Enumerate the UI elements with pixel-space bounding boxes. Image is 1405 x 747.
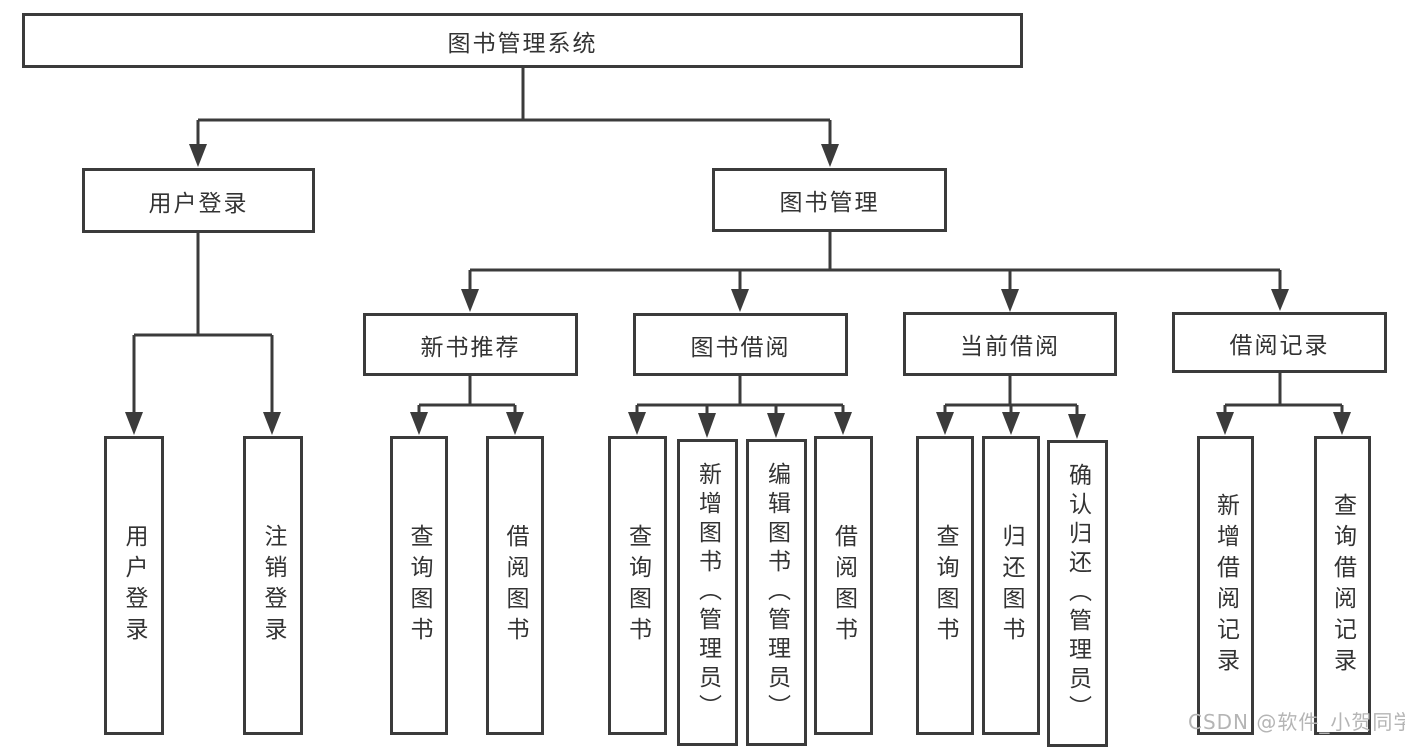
node-current-borrowing: 当前借阅 bbox=[903, 312, 1117, 376]
leaf-add-borrow-record: 新增借阅记录 bbox=[1197, 436, 1254, 735]
node-borrow-records-label: 借阅记录 bbox=[1229, 332, 1330, 359]
leaf-borrow-books-1-label: 借阅图书 bbox=[502, 523, 528, 648]
leaf-logout: 注销登录 bbox=[243, 436, 303, 735]
arrowheads bbox=[125, 144, 1351, 439]
node-book-borrowing: 图书借阅 bbox=[633, 313, 848, 376]
leaf-user-login: 用户登录 bbox=[104, 436, 164, 735]
leaf-confirm-return-admin: 确认归还（管理员） bbox=[1047, 440, 1108, 747]
leaf-query-books-3-label: 查询图书 bbox=[932, 523, 958, 648]
leaf-query-books-3: 查询图书 bbox=[916, 436, 974, 735]
leaf-borrow-books-2-label: 借阅图书 bbox=[830, 523, 857, 648]
leaf-query-books-2-label: 查询图书 bbox=[624, 523, 651, 648]
leaf-return-books: 归还图书 bbox=[982, 436, 1040, 735]
leaf-add-books-admin: 新增图书（管理员） bbox=[677, 439, 738, 746]
leaf-query-borrow-record: 查询借阅记录 bbox=[1314, 436, 1371, 735]
leaf-edit-books-admin: 编辑图书（管理员） bbox=[746, 439, 807, 746]
node-root-label: 图书管理系统 bbox=[447, 30, 598, 57]
leaf-query-books-1-label: 查询图书 bbox=[406, 523, 432, 648]
node-new-book-recommend: 新书推荐 bbox=[363, 313, 578, 376]
leaf-query-borrow-record-label: 查询借阅记录 bbox=[1329, 492, 1356, 679]
node-book-management: 图书管理 bbox=[712, 168, 947, 232]
node-user-login-label: 用户登录 bbox=[148, 190, 249, 217]
node-root-system: 图书管理系统 bbox=[22, 13, 1023, 68]
leaf-user-login-label: 用户登录 bbox=[121, 523, 147, 648]
leaf-logout-label: 注销登录 bbox=[260, 523, 286, 648]
leaf-query-books-2: 查询图书 bbox=[608, 436, 667, 735]
node-borrow-records: 借阅记录 bbox=[1172, 312, 1387, 373]
leaf-borrow-books-1: 借阅图书 bbox=[486, 436, 544, 735]
csdn-watermark: CSDN @软件_小贺同学 bbox=[1188, 710, 1405, 734]
node-current-borrowing-label: 当前借阅 bbox=[960, 334, 1060, 360]
leaf-return-books-label: 归还图书 bbox=[998, 523, 1024, 648]
leaf-edit-books-admin-label: 编辑图书（管理员） bbox=[763, 462, 790, 723]
node-book-management-label: 图书管理 bbox=[779, 190, 880, 216]
node-user-login: 用户登录 bbox=[82, 168, 315, 233]
node-new-book-recommend-label: 新书推荐 bbox=[420, 334, 521, 361]
node-book-borrowing-label: 图书借阅 bbox=[690, 334, 791, 361]
leaf-add-books-admin-label: 新增图书（管理员） bbox=[694, 462, 721, 723]
leaf-add-borrow-record-label: 新增借阅记录 bbox=[1212, 492, 1239, 679]
leaf-confirm-return-admin-label: 确认归还（管理员） bbox=[1064, 463, 1091, 724]
leaf-borrow-books-2: 借阅图书 bbox=[814, 436, 873, 735]
leaf-query-books-1: 查询图书 bbox=[390, 436, 448, 735]
